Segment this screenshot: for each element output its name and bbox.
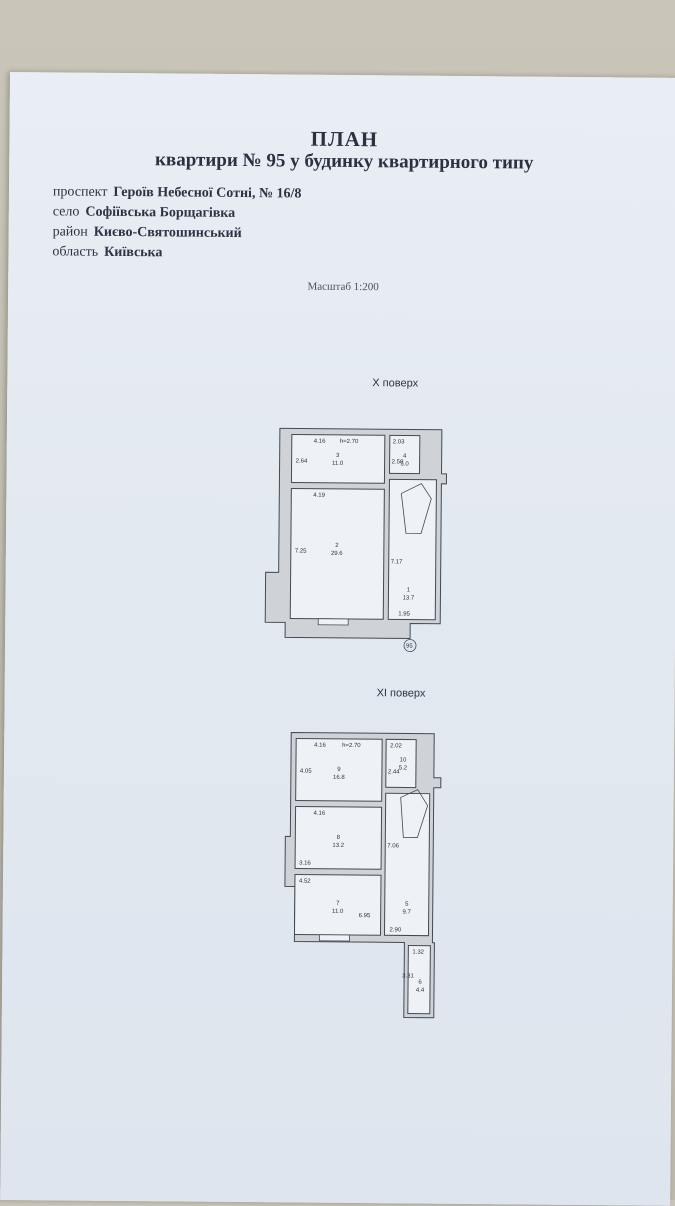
floor-x-label: X поверх [372,377,419,390]
room-xi-9-no: 9 [337,767,341,773]
dim-xi-height: h=2.70 [342,743,361,749]
dim-xi-4: 2.44 [388,769,400,775]
room-xi-7-area: 11.0 [332,909,344,915]
floor-x-plan: 4.16 h=2.70 2.03 2.64 2.50 4.19 7.25 7.1… [264,427,448,652]
room-xi-8-area: 13.2 [332,843,344,849]
floor-xi-plan: 4.16 h=2.70 2.02 4.05 2.44 4.16 7.06 3.1… [284,731,442,1019]
room-xi-5-area: 9.7 [402,909,411,915]
room-xi-5-no: 5 [405,901,409,907]
dim-x-8: 1.95 [398,611,410,617]
dim-xi-5: 4.16 [314,811,326,817]
room-x-1-no: 1 [407,587,411,593]
room-x-2-no: 2 [335,543,339,549]
room-xi-6-area: 4.4 [416,988,425,994]
room-x-1-area: 13.7 [403,595,415,601]
room-xi-8-no: 8 [337,835,341,841]
dim-xi-3: 4.05 [300,769,312,775]
plan-subtitle: квартири № 95 у будинку квартирного типу [154,149,534,174]
dim-x-6: 7.25 [295,549,307,555]
dim-xi-10: 2.90 [389,927,401,933]
dim-xi-8: 4.52 [299,879,311,885]
room-xi-7-no: 7 [336,901,340,907]
room-xi-10-no: 10 [400,757,407,763]
flat-number-mark: 95 [406,643,413,649]
floor-xi-label: XI поверх [376,687,426,700]
dim-xi-6: 7.06 [387,843,399,849]
dim-xi-2: 2.02 [390,743,402,749]
room-xi-6-no: 6 [418,980,422,986]
room-x-2-area: 29.6 [331,551,343,557]
document-sheet: ПЛАН квартири № 95 у будинку квартирного… [0,72,675,1206]
dim-x-height: h=2.70 [340,439,359,445]
dim-xi-12: 3.31 [402,973,414,979]
dim-x-4: 2.50 [392,459,404,465]
room-xi-10-area: 5.2 [399,765,408,771]
room-x-3-no: 3 [336,453,340,459]
dim-xi-9: 6.95 [359,913,371,919]
dim-x-7: 7.17 [391,559,403,565]
dim-x-2: 2.03 [393,439,405,445]
scale-label: Масштаб 1:200 [307,280,379,294]
dim-xi-7: 3.16 [299,861,311,867]
room-xi-9-area: 16.8 [333,775,345,781]
dim-x-3: 2.64 [296,459,308,465]
room-x-4-area: 5.0 [400,461,409,467]
dim-xi-1: 4.16 [314,743,326,749]
dim-x-1: 4.16 [314,439,326,445]
dim-x-5: 4.19 [313,493,325,499]
dim-xi-11: 1.32 [412,950,424,956]
room-x-4-no: 4 [403,453,407,459]
room-x-3-area: 11.0 [332,461,344,467]
